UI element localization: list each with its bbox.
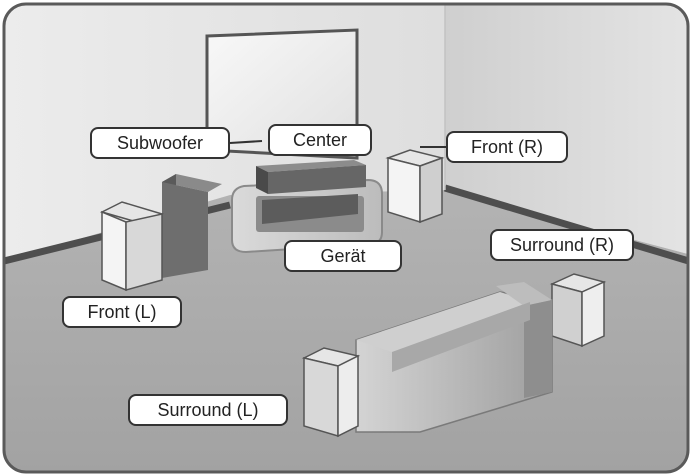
right-wall	[445, 4, 688, 255]
surround-r-label: Surround (R)	[490, 229, 634, 261]
surround-right-speaker	[549, 273, 607, 348]
subwoofer-leader	[229, 140, 263, 144]
subwoofer-label: Subwoofer	[90, 127, 230, 159]
subwoofer-speaker	[162, 174, 222, 278]
front-l-label: Front (L)	[62, 296, 182, 328]
baseboard-right	[443, 184, 688, 266]
center-label: Center	[268, 124, 372, 156]
front-r-label: Front (R)	[446, 131, 568, 163]
tv-stand	[231, 178, 383, 254]
geraet-label: Gerät	[284, 240, 402, 272]
front-left-speaker	[99, 201, 164, 292]
front-right-speaker	[385, 149, 445, 224]
surround-l-label: Surround (L)	[128, 394, 288, 426]
center-speaker	[256, 160, 366, 194]
surround-left-speaker	[301, 347, 361, 438]
sofa	[355, 282, 553, 433]
